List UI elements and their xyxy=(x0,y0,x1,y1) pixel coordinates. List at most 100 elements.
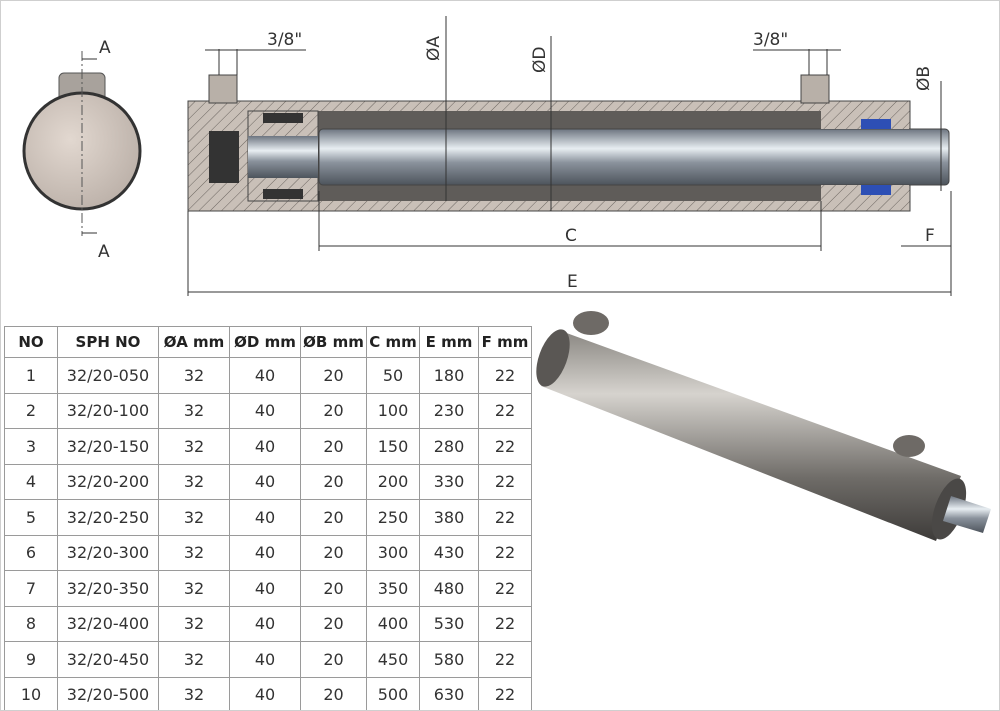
cell-no: 5 xyxy=(4,499,58,536)
cell-b: 20 xyxy=(300,463,367,500)
header-b: ØB mm xyxy=(300,326,367,358)
cell-d: 40 xyxy=(229,392,301,429)
cell-a: 32 xyxy=(158,392,230,429)
cell-sph-no: 32/20-100 xyxy=(57,392,159,429)
cell-b: 20 xyxy=(300,676,367,710)
cell-d: 40 xyxy=(229,428,301,465)
cell-c: 150 xyxy=(366,428,420,465)
cell-c: 350 xyxy=(366,570,420,607)
cell-b: 20 xyxy=(300,570,367,607)
dim-f-label: F xyxy=(925,226,935,246)
cell-e: 480 xyxy=(419,570,479,607)
cell-b: 20 xyxy=(300,641,367,678)
cell-sph-no: 32/20-200 xyxy=(57,463,159,500)
header-c: C mm xyxy=(366,326,420,358)
cell-sph-no: 32/20-450 xyxy=(57,641,159,678)
cell-f: 22 xyxy=(478,499,532,536)
port-size-left: 3/8" xyxy=(267,30,302,50)
header-a: ØA mm xyxy=(158,326,230,358)
cell-c: 300 xyxy=(366,534,420,571)
cell-a: 32 xyxy=(158,605,230,642)
section-label-bottom: A xyxy=(98,242,110,262)
cell-a: 32 xyxy=(158,534,230,571)
cell-c: 100 xyxy=(366,392,420,429)
cell-c: 50 xyxy=(366,357,420,394)
header-f: F mm xyxy=(478,326,532,358)
cell-d: 40 xyxy=(229,534,301,571)
cell-f: 22 xyxy=(478,392,532,429)
dim-b-label: ØB xyxy=(914,66,934,91)
cell-f: 22 xyxy=(478,570,532,607)
cell-c: 200 xyxy=(366,463,420,500)
cell-f: 22 xyxy=(478,605,532,642)
header-no: NO xyxy=(4,326,58,358)
cell-f: 22 xyxy=(478,641,532,678)
cell-no: 1 xyxy=(4,357,58,394)
cell-sph-no: 32/20-300 xyxy=(57,534,159,571)
dim-a-label: ØA xyxy=(424,36,444,61)
cell-no: 9 xyxy=(4,641,58,678)
cell-b: 20 xyxy=(300,357,367,394)
cell-sph-no: 32/20-500 xyxy=(57,676,159,710)
cell-a: 32 xyxy=(158,676,230,710)
cell-f: 22 xyxy=(478,534,532,571)
dim-e-label: E xyxy=(567,272,578,292)
cell-c: 400 xyxy=(366,605,420,642)
cell-d: 40 xyxy=(229,463,301,500)
cell-no: 8 xyxy=(4,605,58,642)
cell-d: 40 xyxy=(229,641,301,678)
cell-e: 580 xyxy=(419,641,479,678)
cell-f: 22 xyxy=(478,463,532,500)
cell-sph-no: 32/20-150 xyxy=(57,428,159,465)
section-view xyxy=(187,74,950,212)
cell-d: 40 xyxy=(229,570,301,607)
cell-e: 180 xyxy=(419,357,479,394)
dimensions-table: NO SPH NO ØA mm ØD mm ØB mm C mm E mm F … xyxy=(4,326,532,710)
cell-e: 630 xyxy=(419,676,479,710)
cell-a: 32 xyxy=(158,570,230,607)
cell-no: 6 xyxy=(4,534,58,571)
cell-f: 22 xyxy=(478,357,532,394)
header-sph-no: SPH NO xyxy=(57,326,159,358)
cell-c: 450 xyxy=(366,641,420,678)
cell-e: 330 xyxy=(419,463,479,500)
end-view xyxy=(22,51,142,236)
cell-no: 2 xyxy=(4,392,58,429)
cell-d: 40 xyxy=(229,499,301,536)
cell-b: 20 xyxy=(300,428,367,465)
cell-sph-no: 32/20-050 xyxy=(57,357,159,394)
port-size-right: 3/8" xyxy=(753,30,788,50)
cell-a: 32 xyxy=(158,357,230,394)
cell-e: 530 xyxy=(419,605,479,642)
cell-e: 280 xyxy=(419,428,479,465)
cell-e: 430 xyxy=(419,534,479,571)
cell-no: 3 xyxy=(4,428,58,465)
cell-sph-no: 32/20-250 xyxy=(57,499,159,536)
cell-b: 20 xyxy=(300,392,367,429)
dim-c-label: C xyxy=(565,226,577,246)
cell-f: 22 xyxy=(478,428,532,465)
cell-a: 32 xyxy=(158,463,230,500)
cylinder-3d-render xyxy=(536,311,991,541)
cell-a: 32 xyxy=(158,428,230,465)
cell-no: 4 xyxy=(4,463,58,500)
cell-no: 10 xyxy=(4,676,58,710)
cell-sph-no: 32/20-350 xyxy=(57,570,159,607)
cell-c: 250 xyxy=(366,499,420,536)
cell-no: 7 xyxy=(4,570,58,607)
cell-a: 32 xyxy=(158,499,230,536)
cell-b: 20 xyxy=(300,534,367,571)
cell-d: 40 xyxy=(229,357,301,394)
cell-sph-no: 32/20-400 xyxy=(57,605,159,642)
cell-c: 500 xyxy=(366,676,420,710)
